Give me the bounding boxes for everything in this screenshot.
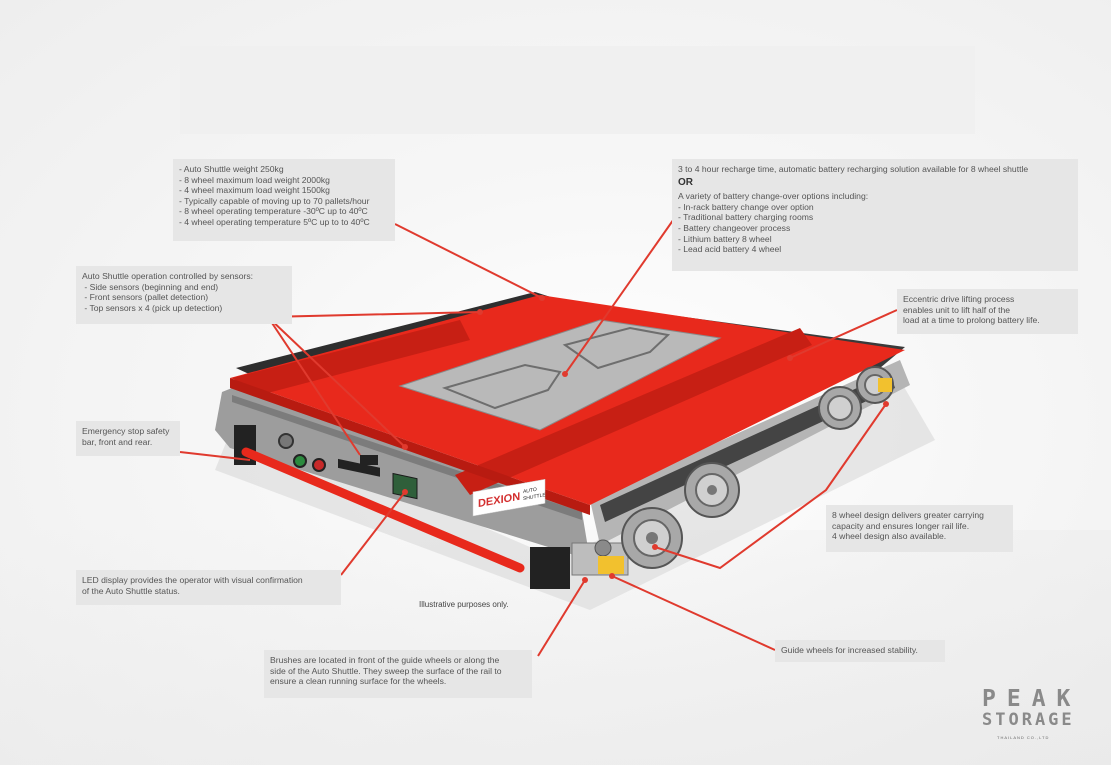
battery-line: - Lead acid battery 4 wheel bbox=[678, 244, 782, 255]
battery-intro: 3 to 4 hour recharge time, automatic bat… bbox=[678, 164, 1029, 174]
plate-groove-1 bbox=[441, 363, 562, 410]
product-label-line2: SHUTTLE bbox=[523, 492, 546, 502]
estop-line: Emergency stop safety bbox=[82, 426, 170, 436]
guide-wheel-yellow bbox=[598, 556, 624, 574]
callout-8-wheel-design: 8 wheel design delivers greater carrying… bbox=[826, 505, 1013, 552]
eccentric-line: Eccentric drive lifting process bbox=[903, 294, 1015, 304]
specs-line: - 4 wheel maximum load weight 1500kg bbox=[179, 185, 330, 196]
sensors-line: Auto Shuttle operation controlled by sen… bbox=[82, 271, 254, 281]
rear-guide-yellow bbox=[878, 378, 892, 392]
eccentric-line: enables unit to lift half of the bbox=[903, 304, 1011, 315]
estop-line: bar, front and rear. bbox=[82, 436, 153, 447]
key-switch bbox=[278, 433, 294, 449]
plate-groove-2 bbox=[562, 326, 671, 370]
sensors-line: - Side sensors (beginning and end) bbox=[82, 281, 219, 292]
specs-line: - 4 wheel operating temperature 5ºC up t… bbox=[179, 216, 370, 227]
specs-line: - 8 wheel operating temperature -30ºC up… bbox=[179, 206, 368, 217]
red-left-ridge bbox=[232, 320, 470, 395]
top-banner bbox=[180, 46, 975, 134]
shuttle-front-face bbox=[215, 388, 590, 560]
callout-brushes: Brushes are located in front of the guid… bbox=[264, 650, 532, 698]
leader-specs bbox=[394, 223, 543, 299]
sensors-line: - Front sensors (pallet detection) bbox=[82, 292, 209, 303]
callout-led-display: LED display provides the operator with v… bbox=[76, 570, 341, 605]
wheel-front-2 bbox=[684, 462, 740, 518]
battery-line: - Lithium battery 8 wheel bbox=[678, 233, 772, 244]
guide-line: Guide wheels for increased stability. bbox=[781, 645, 918, 655]
battery-or-label: OR bbox=[678, 176, 693, 188]
front-slot bbox=[338, 458, 380, 477]
specs-line: - Typically capable of moving up to 70 p… bbox=[179, 195, 370, 206]
wheels8-line: 4 wheel design also available. bbox=[832, 531, 947, 542]
battery-line: - Traditional battery charging rooms bbox=[678, 212, 814, 223]
callout-emergency-stop: Emergency stop safety bar, front and rea… bbox=[76, 421, 180, 456]
front-sensor bbox=[360, 455, 378, 465]
product-label: DEXION AUTO SHUTTLE bbox=[472, 479, 546, 517]
callout-guide-wheels: Guide wheels for increased stability. bbox=[775, 640, 945, 662]
logo-line-1: PEAK bbox=[982, 686, 1082, 712]
wheel-rear-1 bbox=[818, 386, 862, 430]
leader-guide bbox=[611, 575, 776, 651]
wheels8-line: 8 wheel design delivers greater carrying bbox=[832, 510, 984, 520]
product-label-line1: AUTO bbox=[523, 487, 537, 495]
battery-line: - In-rack battery change over option bbox=[678, 201, 814, 212]
specs-line: - 8 wheel maximum load weight 2000kg bbox=[179, 174, 330, 185]
leader-eccentric bbox=[789, 309, 898, 359]
brushes-line: Brushes are located in front of the guid… bbox=[270, 655, 500, 665]
front-right-bumper bbox=[530, 547, 570, 589]
green-button bbox=[293, 454, 307, 468]
logo-line-3: THAILAND CO.,LTD bbox=[997, 735, 1050, 740]
leader-wheels8 bbox=[654, 403, 887, 570]
battery-line: A variety of battery change-over options… bbox=[678, 191, 869, 202]
sensors-line: - Top sensors x 4 (pick up detection) bbox=[82, 302, 223, 313]
led-line: LED display provides the operator with v… bbox=[82, 575, 303, 585]
illustrative-footnote: Illustrative purposes only. bbox=[419, 600, 509, 609]
wheels8-line: capacity and ensures longer rail life. bbox=[832, 520, 970, 531]
brushes-line: side of the Auto Shuttle. They sweep the… bbox=[270, 665, 502, 676]
emergency-stop-bar bbox=[241, 447, 525, 573]
leader-sensors-2 bbox=[267, 316, 406, 448]
eccentric-line: load at a time to prolong battery life. bbox=[903, 315, 1040, 326]
leader-brushes bbox=[537, 579, 586, 657]
callout-sensors: Auto Shuttle operation controlled by sen… bbox=[76, 266, 292, 324]
red-button bbox=[312, 458, 326, 472]
logo-line-2: STORAGE bbox=[982, 710, 1075, 730]
leader-battery bbox=[564, 215, 677, 375]
led-display bbox=[392, 472, 418, 500]
brushes-line: ensure a clean running surface for the w… bbox=[270, 676, 447, 687]
red-front-edge bbox=[230, 378, 590, 515]
peak-storage-logo: PEAK STORAGE THAILAND CO.,LTD bbox=[970, 686, 1072, 744]
led-line: of the Auto Shuttle status. bbox=[82, 585, 180, 596]
callout-eccentric-drive: Eccentric drive lifting process enables … bbox=[897, 289, 1078, 334]
specs-line: - Auto Shuttle weight 250kg bbox=[179, 164, 284, 174]
leader-estop bbox=[179, 451, 251, 461]
callout-specs: - Auto Shuttle weight 250kg - 8 wheel ma… bbox=[173, 159, 395, 241]
red-right-ridge bbox=[455, 328, 812, 495]
callout-battery: 3 to 4 hour recharge time, automatic bat… bbox=[672, 159, 1078, 271]
wheel-front-1 bbox=[621, 507, 683, 569]
leader-sensors bbox=[266, 311, 481, 456]
leader-led bbox=[340, 491, 406, 576]
battery-line: - Battery changeover process bbox=[678, 222, 791, 233]
